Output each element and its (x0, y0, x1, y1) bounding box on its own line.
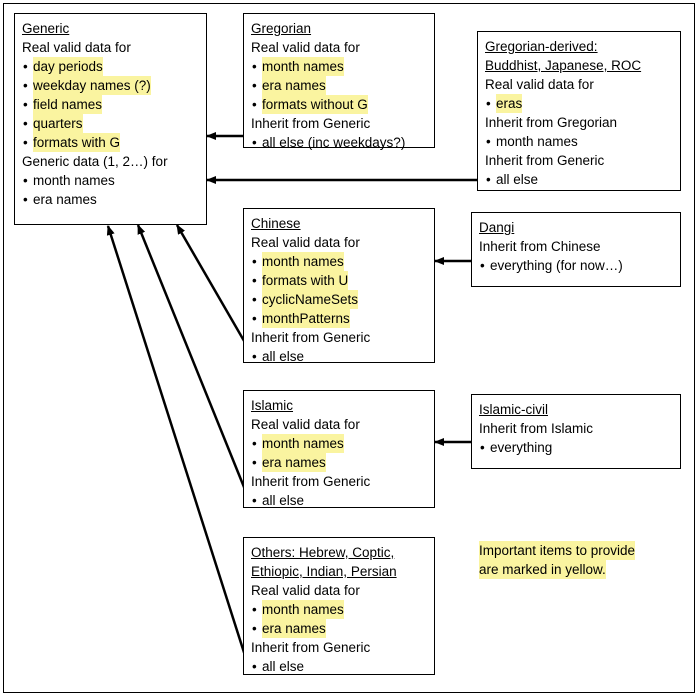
box-islamic-line: Inherit from Generic (251, 474, 371, 489)
box-gregorian-line: Inherit from Generic (251, 116, 371, 131)
box-others-title2: Ethiopic, Indian, Persian (251, 564, 397, 579)
box-gregorian-derived-item: month names (485, 132, 673, 151)
box-others-line: Inherit from Generic (251, 640, 371, 655)
box-chinese-item: all else (251, 347, 427, 366)
box-gregorian-item-label: month names (262, 57, 344, 76)
box-gregorian-derived-line: Inherit from Gregorian (485, 115, 618, 130)
box-others-item: all else (251, 657, 427, 676)
box-chinese-title: Chinese (251, 216, 301, 231)
box-chinese-item-label: month names (262, 252, 344, 271)
legend-note-line1: Important items to provide (479, 541, 636, 560)
box-generic-item: formats with G (22, 133, 199, 152)
box-generic[interactable]: Generic Real valid data for day periods … (14, 13, 207, 225)
box-gregorian-derived-item-label: eras (496, 94, 523, 113)
box-islamic-item-label: era names (262, 453, 326, 472)
box-gregorian-title: Gregorian (251, 21, 312, 36)
box-others-item-label: era names (262, 619, 326, 638)
box-generic-item-label: quarters (33, 114, 83, 133)
box-generic-item-label: era names (33, 192, 97, 207)
box-generic-item: era names (22, 190, 199, 209)
box-gregorian-derived-item: eras (485, 94, 673, 113)
box-others-item: era names (251, 619, 427, 638)
box-others-item-label: all else (262, 659, 305, 674)
box-chinese-item-label: cyclicNameSets (262, 290, 359, 309)
box-gregorian-derived-item-label: month names (496, 134, 578, 149)
box-chinese-item-label: formats with U (262, 271, 349, 290)
box-chinese-item: formats with U (251, 271, 427, 290)
box-gregorian-derived-item-label: all else (496, 172, 539, 187)
box-dangi[interactable]: Dangi Inherit from Chinese everything (f… (471, 212, 681, 287)
box-others-item-label: month names (262, 600, 344, 619)
box-generic-line: Real valid data for (22, 40, 131, 55)
box-islamic-item: all else (251, 491, 427, 510)
box-generic-item: field names (22, 95, 199, 114)
box-generic-item-label: formats with G (33, 133, 121, 152)
box-gregorian-derived-title2: Buddhist, Japanese, ROC (485, 58, 642, 73)
box-islamic-line: Real valid data for (251, 417, 360, 432)
box-islamic-item-label: month names (262, 434, 344, 453)
box-dangi-line: Inherit from Chinese (479, 239, 601, 254)
box-gregorian-derived-title: Gregorian-derived: (485, 39, 598, 54)
box-dangi-title: Dangi (479, 220, 515, 235)
box-chinese-item: cyclicNameSets (251, 290, 427, 309)
box-islamic-civil-title: Islamic-civil (479, 402, 548, 417)
box-gregorian-item: formats without G (251, 95, 427, 114)
box-chinese-item: monthPatterns (251, 309, 427, 328)
box-gregorian-derived-line: Inherit from Generic (485, 153, 605, 168)
box-islamic-item: era names (251, 453, 427, 472)
box-chinese-item-label: monthPatterns (262, 309, 350, 328)
box-generic-item: quarters (22, 114, 199, 133)
box-gregorian-line: Real valid data for (251, 40, 360, 55)
box-chinese-item: month names (251, 252, 427, 271)
box-generic-item: weekday names (?) (22, 76, 199, 95)
box-generic-item-label: field names (33, 95, 103, 114)
box-others-line: Real valid data for (251, 583, 360, 598)
box-generic-title: Generic (22, 21, 70, 36)
box-others-title: Others: Hebrew, Coptic, (251, 545, 395, 560)
box-gregorian-item-label: era names (262, 76, 326, 95)
box-islamic-civil-line: Inherit from Islamic (479, 421, 594, 436)
box-islamic-civil-item: everything (479, 438, 673, 457)
box-generic-item: month names (22, 171, 199, 190)
box-chinese-line: Real valid data for (251, 235, 360, 250)
box-generic-item-label: weekday names (?) (33, 76, 151, 95)
box-others[interactable]: Others: Hebrew, Coptic, Ethiopic, Indian… (243, 537, 435, 676)
box-islamic-item-label: all else (262, 493, 305, 508)
box-gregorian-derived-item: all else (485, 170, 673, 189)
box-gregorian-item: era names (251, 76, 427, 95)
box-chinese-line: Inherit from Generic (251, 330, 371, 345)
box-chinese-item-label: all else (262, 349, 305, 364)
box-generic-item-label: day periods (33, 57, 103, 76)
box-generic-item-label: month names (33, 173, 115, 188)
box-others-item: month names (251, 600, 427, 619)
box-gregorian-item-label: formats without G (262, 95, 368, 114)
box-generic-item: day periods (22, 57, 199, 76)
box-dangi-item-label: everything (for now…) (490, 258, 623, 273)
box-gregorian-item-label: all else (inc weekdays?) (262, 135, 406, 150)
legend-note-line2: are marked in yellow. (479, 560, 606, 579)
diagram-outer-frame (3, 3, 695, 693)
box-gregorian[interactable]: Gregorian Real valid data for month name… (243, 13, 435, 152)
box-islamic-item: month names (251, 434, 427, 453)
box-chinese[interactable]: Chinese Real valid data for month names … (243, 208, 435, 366)
box-dangi-item: everything (for now…) (479, 256, 673, 275)
legend-note: Important items to provide are marked in… (479, 541, 679, 579)
box-gregorian-item: month names (251, 57, 427, 76)
box-gregorian-derived[interactable]: Gregorian-derived: Buddhist, Japanese, R… (477, 31, 681, 191)
box-islamic[interactable]: Islamic Real valid data for month names … (243, 390, 435, 510)
box-gregorian-derived-line: Real valid data for (485, 77, 594, 92)
box-islamic-civil[interactable]: Islamic-civil Inherit from Islamic every… (471, 394, 681, 469)
box-islamic-title: Islamic (251, 398, 294, 413)
box-gregorian-item: all else (inc weekdays?) (251, 133, 427, 152)
box-islamic-civil-item-label: everything (490, 440, 553, 455)
box-generic-line: Generic data (1, 2…) for (22, 154, 168, 169)
